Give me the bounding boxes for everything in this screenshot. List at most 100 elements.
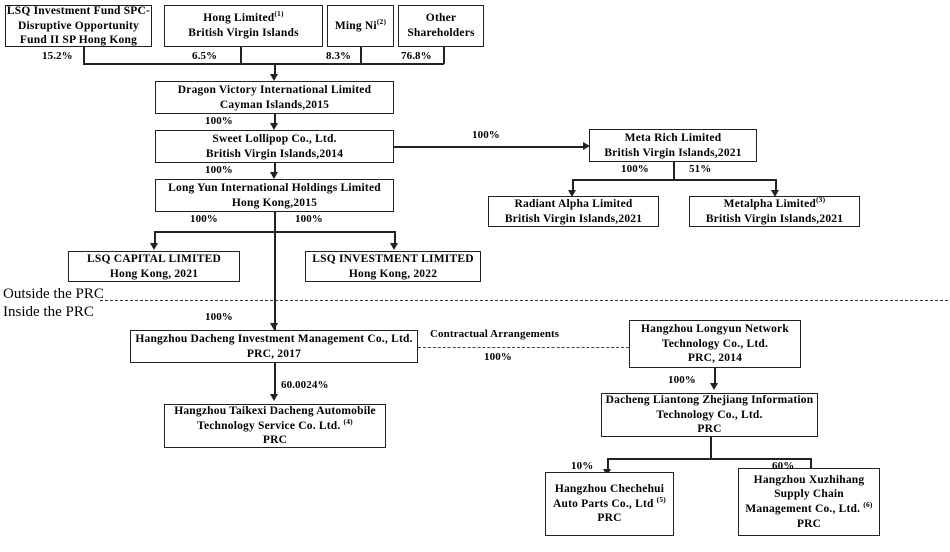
entity-line: Metalpha Limited(3) [723,194,826,212]
connector-vertical [775,179,777,192]
entity-line: Meta Rich Limited [624,131,722,144]
entity-line: Technology Service Co. Ltd. (4) [197,416,353,434]
ownership-label-chechehui: 10% [571,460,594,472]
entity-line: Fund II SP Hong Kong [19,34,138,47]
entity-line: PRC [697,423,722,436]
footnote-marker: (4) [343,416,353,426]
connector-arrowhead [710,383,718,390]
entity-line: Hangzhou Dacheng Investment Management C… [135,332,413,345]
ownership-label-hong-limited: 6.5% [192,50,218,62]
contractual-arrangements-label: Contractual Arrangements [430,328,560,340]
connector-arrowhead-right [583,142,590,150]
connector-vertical [607,458,609,471]
entity-box-sweet-lollipop: Sweet Lollipop Co., Ltd. British Virgin … [155,130,394,163]
connector-vertical [360,47,362,64]
connector-vertical [714,368,716,385]
connector-arrowhead [270,74,278,81]
connector-horizontal-bus [83,63,444,65]
entity-line: British Virgin Islands,2021 [504,212,643,225]
connector-vertical [274,363,276,396]
ownership-label-hangzhou-dacheng: 100% [205,311,233,323]
entity-line: British Virgin Islands,2014 [205,147,344,160]
connector-vertical [274,114,276,125]
ownership-label-sweet-lollipop: 100% [205,164,233,176]
region-label-outside-prc: Outside the PRC [3,286,104,302]
entity-line: PRC [597,512,622,525]
footnote-marker: (1) [274,9,284,19]
footnote-marker: (2) [376,16,387,26]
entity-box-radiant-alpha: Radiant Alpha Limited British Virgin Isl… [488,196,659,227]
entity-box-dragon-victory: Dragon Victory International Limited Cay… [155,81,394,114]
entity-line: Hangzhou Taikexi Dacheng Automobile [174,404,376,417]
entity-box-hangzhou-taikexi: Hangzhou Taikexi Dacheng Automobile Tech… [164,404,386,448]
connector-horizontal-bus [572,179,776,181]
entity-line: British Virgin Islands,2021 [604,146,742,159]
entity-box-hangzhou-chechehui: Hangzhou Chechehui Auto Parts Co., Ltd (… [545,472,674,536]
entity-line: LSQ INVESTMENT LIMITED [312,252,474,265]
ownership-label-lsq-fund: 15.2% [42,50,73,62]
connector-arrowhead [771,190,779,197]
ownership-label-metalpha: 51% [689,163,712,175]
ownership-label-ming-ni: 8.3% [326,50,352,62]
connector-vertical [394,231,396,245]
entity-line: Hong Kong, 2021 [109,267,199,280]
entity-line: PRC, 2017 [246,347,302,360]
connector-arrowhead [270,123,278,130]
connector-vertical [274,212,276,232]
footnote-marker: (5) [656,494,667,504]
entity-line: Hong Kong,2015 [231,196,318,209]
entity-line: British Virgin Islands [188,27,299,39]
entity-line: Shareholders [407,27,475,39]
ownership-label-lsq-investment: 100% [295,213,323,225]
entity-line: Radiant Alpha Limited [514,197,633,210]
footnote-marker: (3) [815,194,826,204]
entity-line: Disruptive Opportunity [17,19,139,32]
entity-box-lsq-investment-limited: LSQ INVESTMENT LIMITED Hong Kong, 2022 [305,251,481,282]
ownership-label-xuzhihang: 60% [772,460,795,472]
ownership-label-lsq-capital: 100% [190,213,218,225]
connector-vertical-trunk [274,231,276,330]
entity-box-hong-limited: Hong Limited(1) British Virgin Islands [164,5,323,47]
entity-line: Cayman Islands,2015 [219,98,330,111]
ownership-label-meta-rich-link: 100% [472,129,500,141]
connector-vertical [274,63,276,76]
entity-box-meta-rich: Meta Rich Limited British Virgin Islands… [589,129,757,162]
ownership-label-contractual: 100% [484,351,512,363]
entity-line: Hangzhou Chechehui [554,482,665,495]
connector-vertical [83,47,85,64]
entity-name: Ming Ni [334,19,377,32]
entity-line: Auto Parts Co., Ltd (5) [552,494,667,512]
entity-line: Other [425,12,457,25]
connector-arrowhead [390,243,398,250]
entity-line: PRC [796,517,822,530]
entity-line: PRC, 2014 [687,352,743,365]
connector-arrowhead [568,190,576,197]
entity-box-other-shareholders: Other Shareholders [398,5,484,47]
entity-box-lsq-investment-fund: LSQ Investment Fund SPC- Disruptive Oppo… [5,5,152,47]
entity-line: Ming Ni(2) [334,16,387,34]
ownership-label-taikexi: 60.0024% [281,379,329,391]
entity-line: Hong Limited(1) [203,9,284,26]
connector-vertical [673,162,675,180]
entity-line: Hong Kong, 2022 [348,267,438,280]
connector-vertical [810,458,812,471]
connector-vertical [154,231,156,245]
connector-horizontal-bus [607,458,811,460]
entity-line: Supply Chain [774,488,844,501]
connector-vertical [443,47,445,64]
region-label-inside-prc: Inside the PRC [3,304,94,320]
ownership-label-other-shareholders: 76.8% [401,50,432,62]
entity-line: Long Yun International Holdings Limited [168,181,381,194]
ownership-label-radiant-alpha: 100% [621,163,649,175]
connector-arrowhead [150,243,158,250]
entity-box-metalpha: Metalpha Limited(3) British Virgin Islan… [689,196,860,227]
entity-line: Dragon Victory International Limited [177,83,372,96]
entity-line: LSQ CAPITAL LIMITED [87,252,221,265]
entity-name: Auto Parts Co., Ltd [552,497,654,510]
entity-box-hangzhou-xuzhihang: Hangzhou Xuzhihang Supply Chain Manageme… [738,468,880,536]
entity-name: Metalpha Limited [723,197,816,210]
entity-name: Hong Limited [203,12,275,25]
entity-line: Management Co., Ltd. (6) [745,500,873,517]
footnote-marker: (6) [863,500,873,510]
